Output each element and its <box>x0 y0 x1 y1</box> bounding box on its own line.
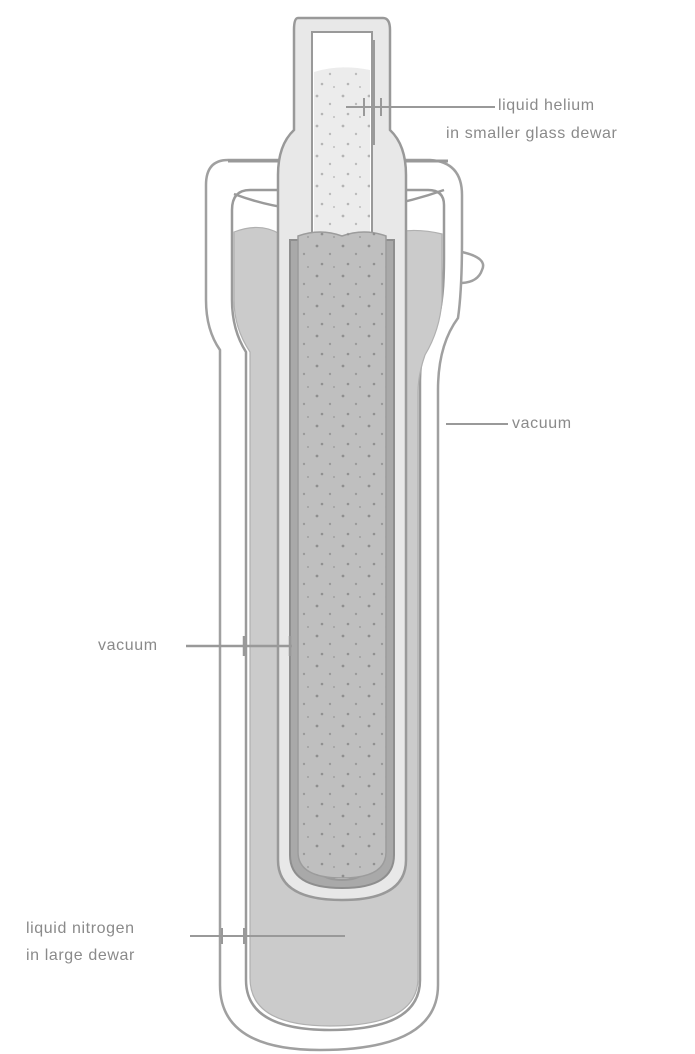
label-liquid-nitrogen-line2: in large dewar <box>26 945 135 967</box>
outer-wall-bump <box>462 252 483 283</box>
label-liquid-helium-line1: liquid helium <box>498 95 595 117</box>
label-liquid-nitrogen-line1: liquid nitrogen <box>26 918 135 940</box>
liquid-helium-dots <box>298 232 386 878</box>
liquid-helium-neck-dots <box>314 67 370 236</box>
label-liquid-helium-line2: in smaller glass dewar <box>446 123 617 145</box>
label-vacuum-outer: vacuum <box>512 413 572 435</box>
label-vacuum-inner: vacuum <box>98 635 158 657</box>
